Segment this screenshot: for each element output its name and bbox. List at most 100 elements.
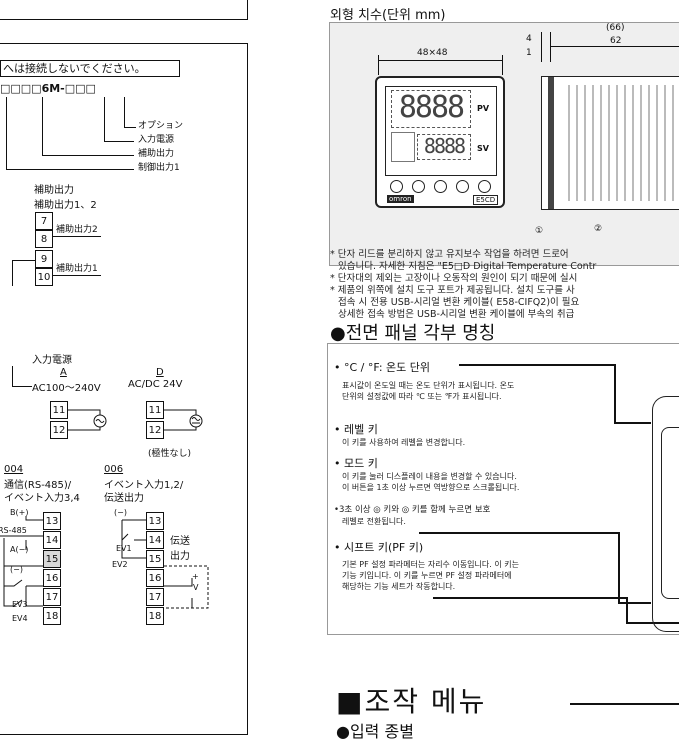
note-line: 상세한 접속 방법은 USB-시리얼 변환 케이블에 부속의 취급: [338, 309, 575, 320]
item-temp-unit: • °C / °F: 온도 단위 표시값이 온도일 때는 온도 단위가 표시됩니…: [334, 359, 634, 421]
callout-2: ②: [594, 224, 603, 234]
transfer-output-label: 伝送: [170, 536, 190, 547]
dim-62-label: 62: [610, 36, 622, 46]
sv-label: SV: [477, 144, 489, 153]
dimensions-title: 외형 치수(단위 mm): [330, 8, 446, 23]
terminal-7: 7: [35, 212, 53, 230]
opt004-subtitle: イベント入力3,4: [4, 493, 80, 504]
terminal-16-a: 16: [43, 569, 61, 587]
bracket-line: [42, 155, 134, 156]
terminal-12-d: 12: [146, 421, 164, 439]
code-label-aux: 補助出力: [138, 149, 175, 159]
controller-side-view: [541, 76, 679, 210]
aux1-label: 補助出力1: [56, 264, 98, 274]
pf-key-icon[interactable]: [389, 179, 403, 193]
down-key-icon[interactable]: [455, 179, 469, 193]
bracket-line: [6, 169, 134, 170]
dim-tick: [378, 55, 379, 75]
ev4-label: EV4: [12, 614, 28, 623]
terminal-11-a: 11: [50, 401, 68, 419]
sv-display: 8888: [417, 134, 471, 160]
model-badge: E5CD: [473, 195, 499, 205]
note-line: * 단자 리드를 분리하지 않고 유지보수 작업을 하려면 드로어: [330, 249, 569, 260]
panel-section-title: ●전면 패널 각부 명칭: [330, 323, 496, 344]
power-a-value: AC100～240V: [32, 383, 101, 394]
terminal-9: 9: [35, 250, 53, 268]
controller-front-face: 8888 PV 8888 SV omron E5CD: [375, 76, 505, 208]
code-label-option: オプション: [138, 121, 184, 131]
ac-source-symbol: [68, 409, 107, 431]
bracket-line: [124, 127, 136, 128]
dim-line-62: [550, 46, 679, 47]
item-desc: 해당하는 기능 세트가 작동합니다.: [342, 582, 456, 591]
dim-66-label: (66): [606, 23, 625, 33]
dim-tick: [550, 32, 551, 62]
terminal-10: 10: [35, 268, 53, 286]
aux-wire: [12, 260, 35, 261]
model-code: □□□□6M-□□□: [0, 82, 96, 95]
level-key-icon[interactable]: [411, 179, 425, 193]
item-desc: 기능 키입니다. 이 키를 누르면 PF 설정 파라메터에: [342, 571, 512, 580]
item-desc: 기본 PF 설정 파라메터는 자리수 이동입니다. 이 키는: [342, 560, 519, 569]
ev2-label: EV2: [112, 560, 128, 569]
item-mode-key: • 모드 키 이 키를 눌러 디스플레이 내용을 변경할 수 있습니다. 이 버…: [334, 455, 634, 505]
mode-key-icon[interactable]: [433, 179, 447, 193]
no-polarity-note: (極性なし): [148, 449, 192, 459]
item-title: • °C / °F: 온도 단위: [334, 361, 431, 374]
terminal-15-b: 15: [146, 550, 164, 568]
rs485-label: RS-485: [0, 526, 27, 535]
opt006-code: 006: [104, 464, 124, 475]
terminal-13-b: 13: [146, 512, 164, 530]
pv-display: 8888: [391, 90, 471, 128]
code-label-control: 制御出力1: [138, 163, 180, 173]
terminal-16-b: 16: [146, 569, 164, 587]
opt006-subtitle: 伝送出力: [104, 493, 144, 504]
opt006-title: イベント入力1,2/: [104, 480, 184, 491]
warning-banner: へは接続しないでください。: [0, 60, 180, 77]
terminal-13-a: 13: [43, 512, 61, 530]
terminal-18-a: 18: [43, 607, 61, 625]
terminal-8: 8: [35, 230, 53, 248]
terminal-14-a: 14: [43, 531, 61, 549]
bracket-line: [104, 141, 134, 142]
status-indicators: [391, 132, 415, 162]
callout-1: ①: [535, 226, 544, 236]
terminal-17-b: 17: [146, 588, 164, 606]
power-wire: [12, 366, 13, 386]
code-label-power: 入力電源: [138, 135, 175, 145]
v-label: V: [193, 583, 199, 592]
terminal-12-a: 12: [50, 421, 68, 439]
dim-tick: [541, 32, 542, 62]
callout-leader-lines: [419, 364, 679, 624]
dim-1-label: 1: [526, 48, 532, 58]
note-line: * 단자대의 제외는 고장이나 오동작의 원인이 되기 때문에 실시: [330, 273, 578, 284]
front-inner: [661, 427, 679, 599]
item-desc: 레벨로 전환됩니다.: [342, 517, 406, 526]
dc-source-symbol: [164, 409, 203, 431]
opt004-code: 004: [4, 464, 24, 475]
terminal-11-d: 11: [146, 401, 164, 419]
dim-tick: [502, 55, 503, 75]
power-wire: [12, 386, 32, 387]
side-frame: [548, 77, 554, 209]
aminus-label: A(−): [10, 545, 29, 554]
dim-4-label: 4: [526, 34, 532, 44]
aux2-underline: [53, 236, 101, 237]
power-d-value: AC/DC 24V: [128, 379, 183, 390]
item-shift-key: • 시프트 키(PF 키) 기본 PF 설정 파라메터는 자리수 이동입니다. …: [334, 539, 634, 599]
item-desc: 단위의 설정값에 따라 ℃ 또는 ℉가 표시됩니다.: [342, 392, 502, 401]
pv-label: PV: [477, 104, 490, 113]
item-desc: 이 버튼을 1초 이상 누르면 역방향으로 스크롤됩니다.: [342, 483, 520, 492]
item-protect: •3초 이상 ◎ 키와 ◎ 키를 함께 누르면 보호 레벨로 전환됩니다.: [334, 505, 634, 539]
aux2-label: 補助出力2: [56, 225, 98, 235]
menu-section-title: ■조작 메뉴: [336, 685, 487, 718]
bracket-line: [104, 97, 105, 141]
terminal-17-a: 17: [43, 588, 61, 606]
up-key-icon[interactable]: [477, 179, 491, 193]
power-a-letter: A: [60, 367, 67, 378]
item-desc: 이 키를 눌러 디스플레이 내용을 변경할 수 있습니다.: [342, 472, 517, 481]
dim-line-48: [378, 60, 502, 61]
front-key-row: [385, 178, 495, 194]
minus-label-b: (−): [114, 508, 127, 517]
transfer-output-label-2: 出力: [170, 551, 190, 562]
